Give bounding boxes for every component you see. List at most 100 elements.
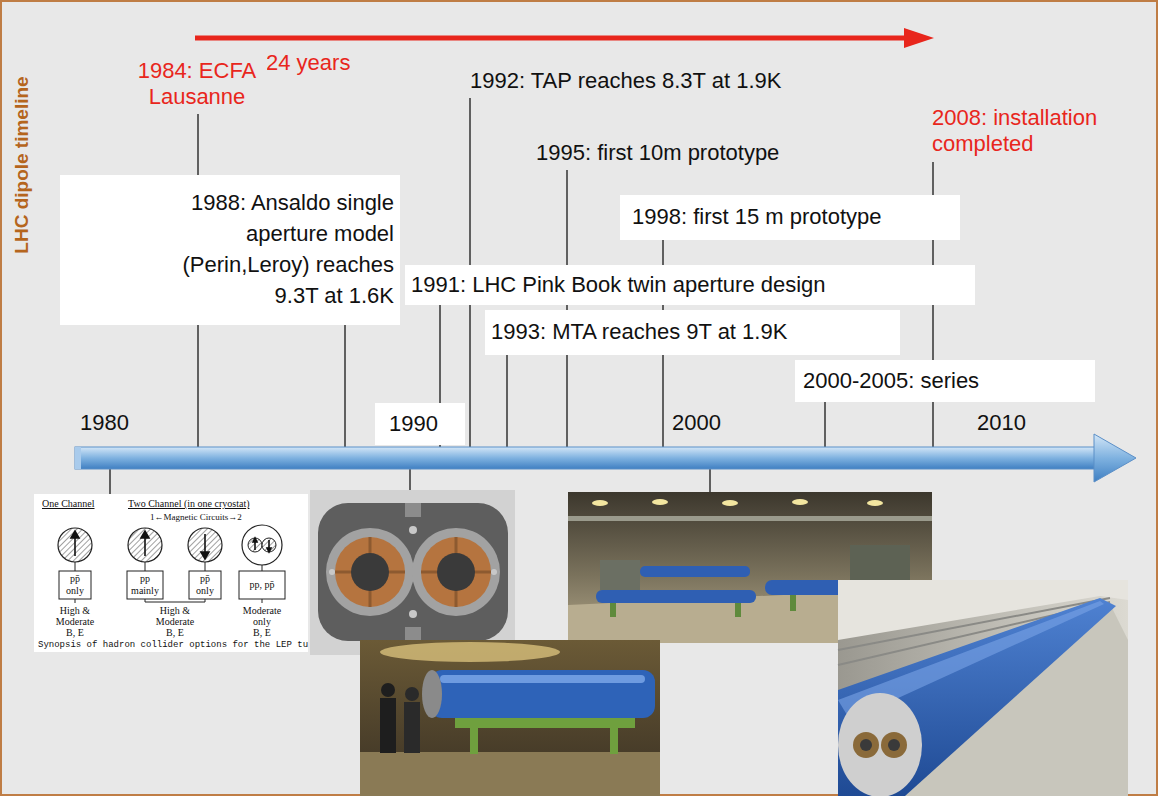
sketch-figure: [239, 571, 285, 599]
tick-lines: [109, 466, 111, 494]
red-span-arrow: [904, 28, 934, 48]
sketch-figure: [205, 562, 206, 571]
sketch-figure: [262, 599, 263, 603]
assembly-hall-photo: [610, 603, 616, 617]
sketch-figure: [58, 528, 92, 562]
magnet-cross-section-photo: [335, 537, 491, 607]
event-text: 1998: first 15 m prototype: [632, 202, 881, 233]
event-text: 2000-2005: series: [803, 366, 979, 397]
prototype-hall-photo: [455, 718, 635, 728]
tick-lines: [824, 402, 826, 448]
sketch-text: pp, pp̄: [240, 579, 284, 591]
sketch-text: Moderate only: [238, 605, 286, 627]
sketch-figure: [74, 536, 76, 556]
magnet-cross-section-photo: [310, 490, 515, 655]
sketch-text: B, E: [55, 627, 95, 638]
event-box: 1990: [375, 403, 465, 445]
event-text: 1993: MTA reaches 9T at 1.9K: [491, 317, 787, 348]
prototype-hall-photo: [470, 728, 478, 754]
sketch-figure: [71, 531, 271, 559]
tick-lines: [409, 466, 411, 490]
sketch-heading: Two Channel (in one cryostat): [128, 498, 250, 510]
sketch-figure: [127, 571, 163, 599]
sketch-figure: [128, 528, 162, 562]
prototype-hall-photo: [360, 640, 660, 796]
tunnel-photo: [838, 580, 1128, 796]
milestone-label: 1984: ECFA Lausanne: [127, 58, 267, 111]
sketch-text: B, E: [242, 627, 282, 638]
year-label: 2010: [977, 410, 1026, 436]
sketch-figure: [145, 602, 205, 603]
sketch-figure: [59, 562, 285, 603]
prototype-hall-photo: [405, 687, 419, 701]
time-axis-arrow: [75, 447, 81, 469]
magnet-cross-section-photo: [405, 503, 421, 517]
magnet-cross-section-photo: [409, 526, 417, 534]
milestone-label: 1992: TAP reaches 8.3T at 1.9K: [470, 68, 781, 94]
tick-lines: [344, 325, 346, 448]
prototype-hall-photo: [380, 698, 396, 753]
tick-lines: [566, 170, 568, 448]
sketch-figure: [242, 525, 282, 565]
prototype-hall-photo: [380, 642, 560, 662]
sketch-figure: [267, 548, 271, 552]
tunnel-photo: [888, 739, 900, 751]
sketch-figure: [75, 562, 76, 571]
sketch-figure: [71, 531, 79, 538]
time-axis-arrow: [75, 434, 1136, 482]
milestone-label: 2008: installation completed: [932, 105, 1132, 158]
sketch-figure: [262, 538, 276, 552]
assembly-hall-photo: [600, 560, 640, 590]
year-label: 1980: [80, 410, 129, 436]
sketch-note: 1←Magnetic Circuits→2: [150, 512, 242, 523]
sketch-text: pp̄ only: [63, 573, 87, 597]
sketch-figure: [188, 528, 222, 562]
tick-lines: [506, 355, 508, 448]
assembly-hall-photo: [790, 595, 796, 611]
red-span-arrow: [195, 36, 908, 41]
red-span-arrow: [195, 28, 934, 48]
assembly-hall-photo: [722, 500, 738, 506]
sketch-figure: [204, 534, 206, 554]
sketch-text: pp mainly: [130, 573, 160, 597]
milestone-label: 1995: first 10m prototype: [536, 140, 779, 166]
prototype-hall-photo: [610, 728, 618, 754]
side-title: LHC dipole timeline: [11, 76, 34, 253]
tunnel-photo: [853, 732, 879, 758]
assembly-hall-photo: [735, 603, 741, 617]
sketch-figure: [262, 565, 263, 571]
magnet-cross-section-photo: [491, 569, 497, 575]
sketch-figure: [201, 552, 209, 559]
tunnel-photo: [881, 732, 907, 758]
assembly-hall-photo: [596, 590, 756, 603]
year-label: 2000: [672, 410, 721, 436]
event-box: 1998: first 15 m prototype: [620, 195, 960, 240]
prototype-hall-photo: [360, 752, 660, 796]
assembly-hall-photo: [568, 516, 932, 521]
tunnel-photo: [838, 598, 1116, 796]
time-axis-arrow: [1094, 434, 1136, 482]
sketch-figure: [141, 531, 149, 538]
magnet-cross-section-photo: [318, 503, 508, 641]
tunnel-photo: [838, 580, 1128, 796]
sketch-heading: One Channel: [42, 498, 95, 510]
magnet-cross-section-photo: [405, 627, 421, 641]
sketch-text: High & Moderate: [151, 605, 199, 627]
sketch-text: pp̄ only: [193, 573, 217, 597]
tunnel-photo: [860, 739, 872, 751]
event-box: 2000-2005: series: [795, 360, 1095, 402]
assembly-hall-photo: [652, 499, 668, 505]
magnet-cross-section-photo: [437, 553, 475, 591]
event-box: 1991: LHC Pink Book twin aperture design: [405, 265, 975, 305]
sketch-figure: [189, 571, 221, 599]
event-text: 1988: Ansaldo single aperture model (Per…: [154, 188, 394, 311]
event-box: 1988: Ansaldo single aperture model (Per…: [60, 175, 400, 325]
assembly-hall-photo: [867, 500, 883, 506]
event-text: 1991: LHC Pink Book twin aperture design: [411, 270, 826, 301]
sketch-figure: [34, 494, 308, 652]
prototype-hall-photo: [440, 675, 645, 683]
time-axis-arrow: [75, 447, 1096, 469]
duration-label: 24 years: [266, 50, 350, 76]
magnet-cross-section-photo: [409, 610, 417, 618]
sketch-caption: Synopsis of hadron collider options for …: [38, 640, 308, 651]
